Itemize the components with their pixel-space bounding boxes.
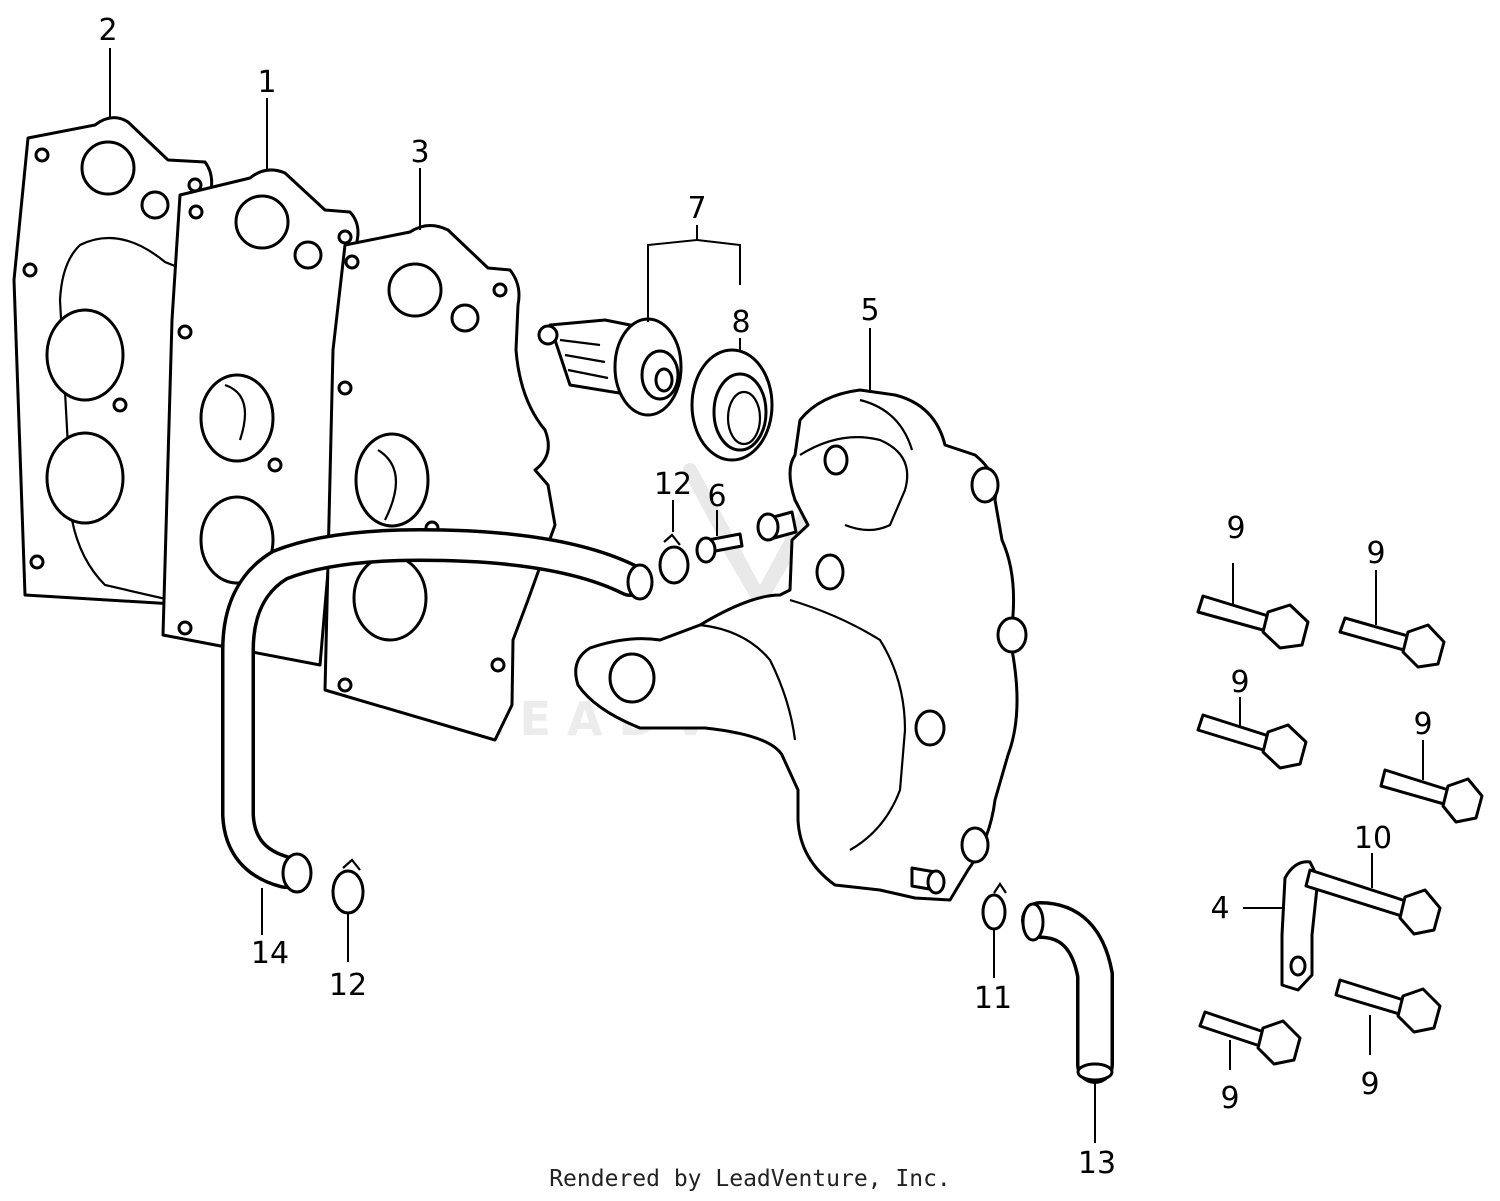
clip-part-12-upper[interactable] [658,533,690,585]
callout-4: 4 [1210,891,1229,926]
callout-3: 3 [410,135,429,170]
hose-part-13[interactable] [1021,901,1114,1084]
callout-10: 10 [1354,821,1392,856]
callout-12-upper: 12 [654,467,692,502]
bolt-part-9-a[interactable] [1196,594,1310,650]
bolt-part-10[interactable] [1304,868,1442,936]
callout-12-lower: 12 [329,968,367,1003]
footer-credit: Rendered by LeadVenture, Inc. [549,1166,951,1192]
callout-6: 6 [707,479,726,514]
callout-9-f: 9 [1360,1067,1379,1102]
bracket-part-4[interactable] [1280,860,1320,992]
callout-7: 7 [687,191,706,226]
callout-1: 1 [257,65,276,100]
callout-9-b: 9 [1366,536,1385,571]
callout-5: 5 [860,293,879,328]
gasket-part-3[interactable] [323,224,557,742]
callout-9-d: 9 [1413,707,1432,742]
callout-13: 13 [1078,1146,1116,1181]
callout-14: 14 [251,936,289,971]
seal-ring-part-8[interactable] [690,348,774,462]
leader-lines [109,48,1424,1143]
clip-part-12-lower[interactable] [331,858,365,915]
bolt-part-9-b[interactable] [1338,616,1446,669]
callout-8: 8 [731,305,750,340]
bolt-part-9-e[interactable] [1198,1010,1302,1066]
callout-9-a: 9 [1226,511,1245,546]
bolt-part-9-f[interactable] [1334,978,1442,1034]
callout-11: 11 [974,981,1012,1016]
callout-9-e: 9 [1220,1081,1239,1116]
hose-part-14[interactable] [221,528,654,894]
clip-part-11[interactable] [981,882,1007,931]
callout-9-c: 9 [1230,665,1249,700]
bolt-part-9-d[interactable] [1379,768,1484,824]
callout-2: 2 [98,13,117,48]
bolt-part-9-c[interactable] [1196,713,1308,770]
gasket-part-2[interactable] [12,116,214,607]
housing-part-5[interactable] [574,388,1028,902]
bolt-part-6[interactable] [695,532,744,564]
thermostat-part-7[interactable] [537,317,683,417]
